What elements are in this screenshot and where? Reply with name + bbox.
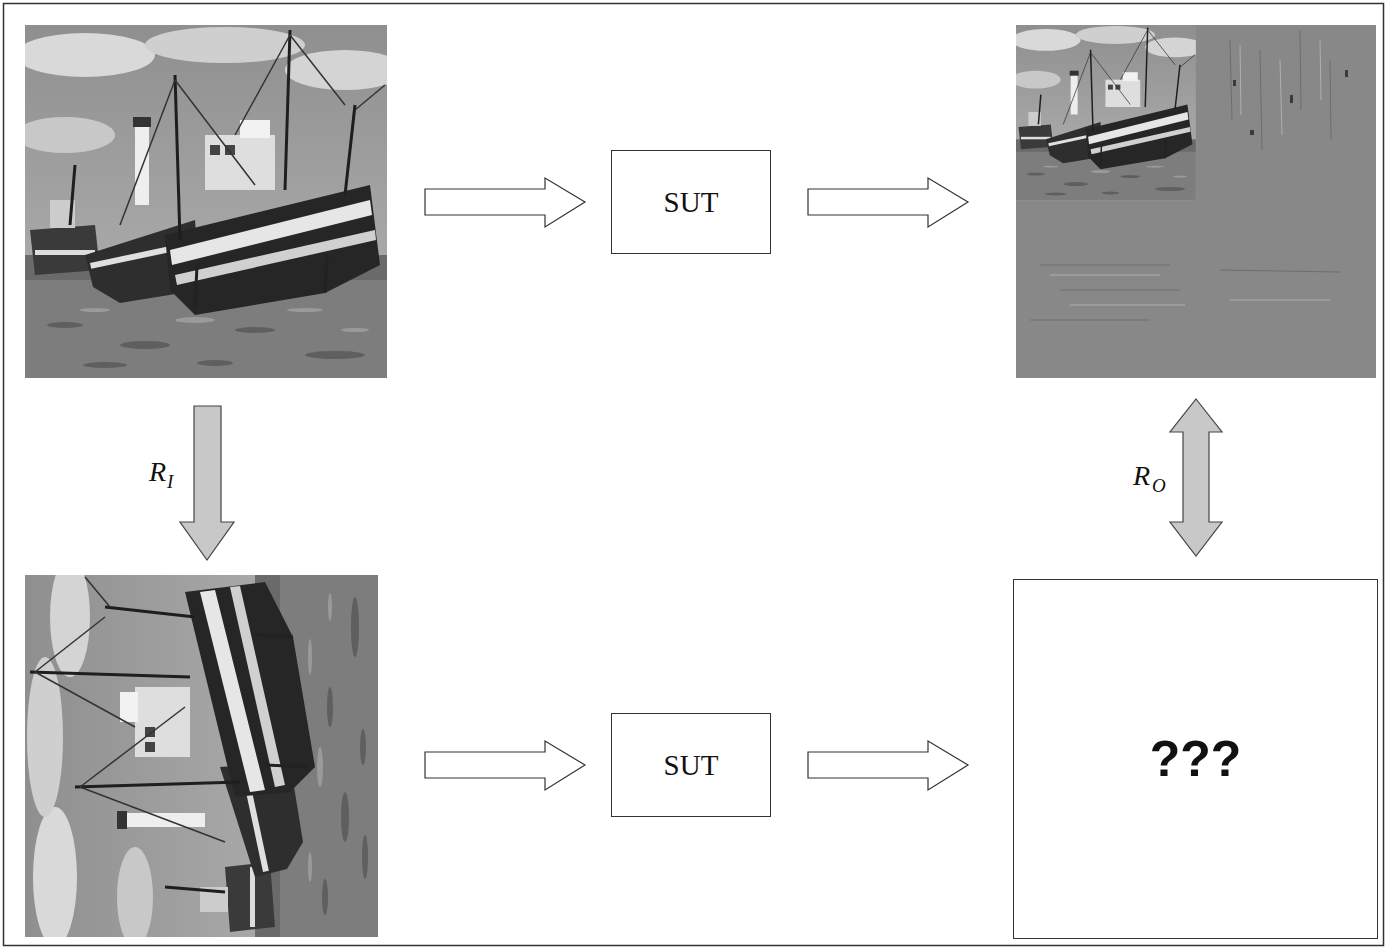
transformed-output-image xyxy=(1011,25,1376,378)
box-label: SUT xyxy=(664,749,719,782)
box-label: ??? xyxy=(1150,730,1242,788)
system-box: SUT xyxy=(611,150,771,254)
input-image xyxy=(15,25,405,378)
relation-symbol: R xyxy=(1133,462,1150,490)
input-relation-arrow xyxy=(180,406,234,560)
relation-subscript: O xyxy=(1152,476,1166,495)
system-box: SUT xyxy=(611,713,771,817)
rotated-input-image xyxy=(25,557,378,947)
relation-subscript: I xyxy=(167,472,173,491)
box-label: SUT xyxy=(664,186,719,219)
unknown-output-box: ??? xyxy=(1013,579,1378,939)
hollow-arrows xyxy=(425,178,968,790)
relation-symbol: R xyxy=(149,458,166,486)
output-relation-arrow xyxy=(1170,399,1222,556)
